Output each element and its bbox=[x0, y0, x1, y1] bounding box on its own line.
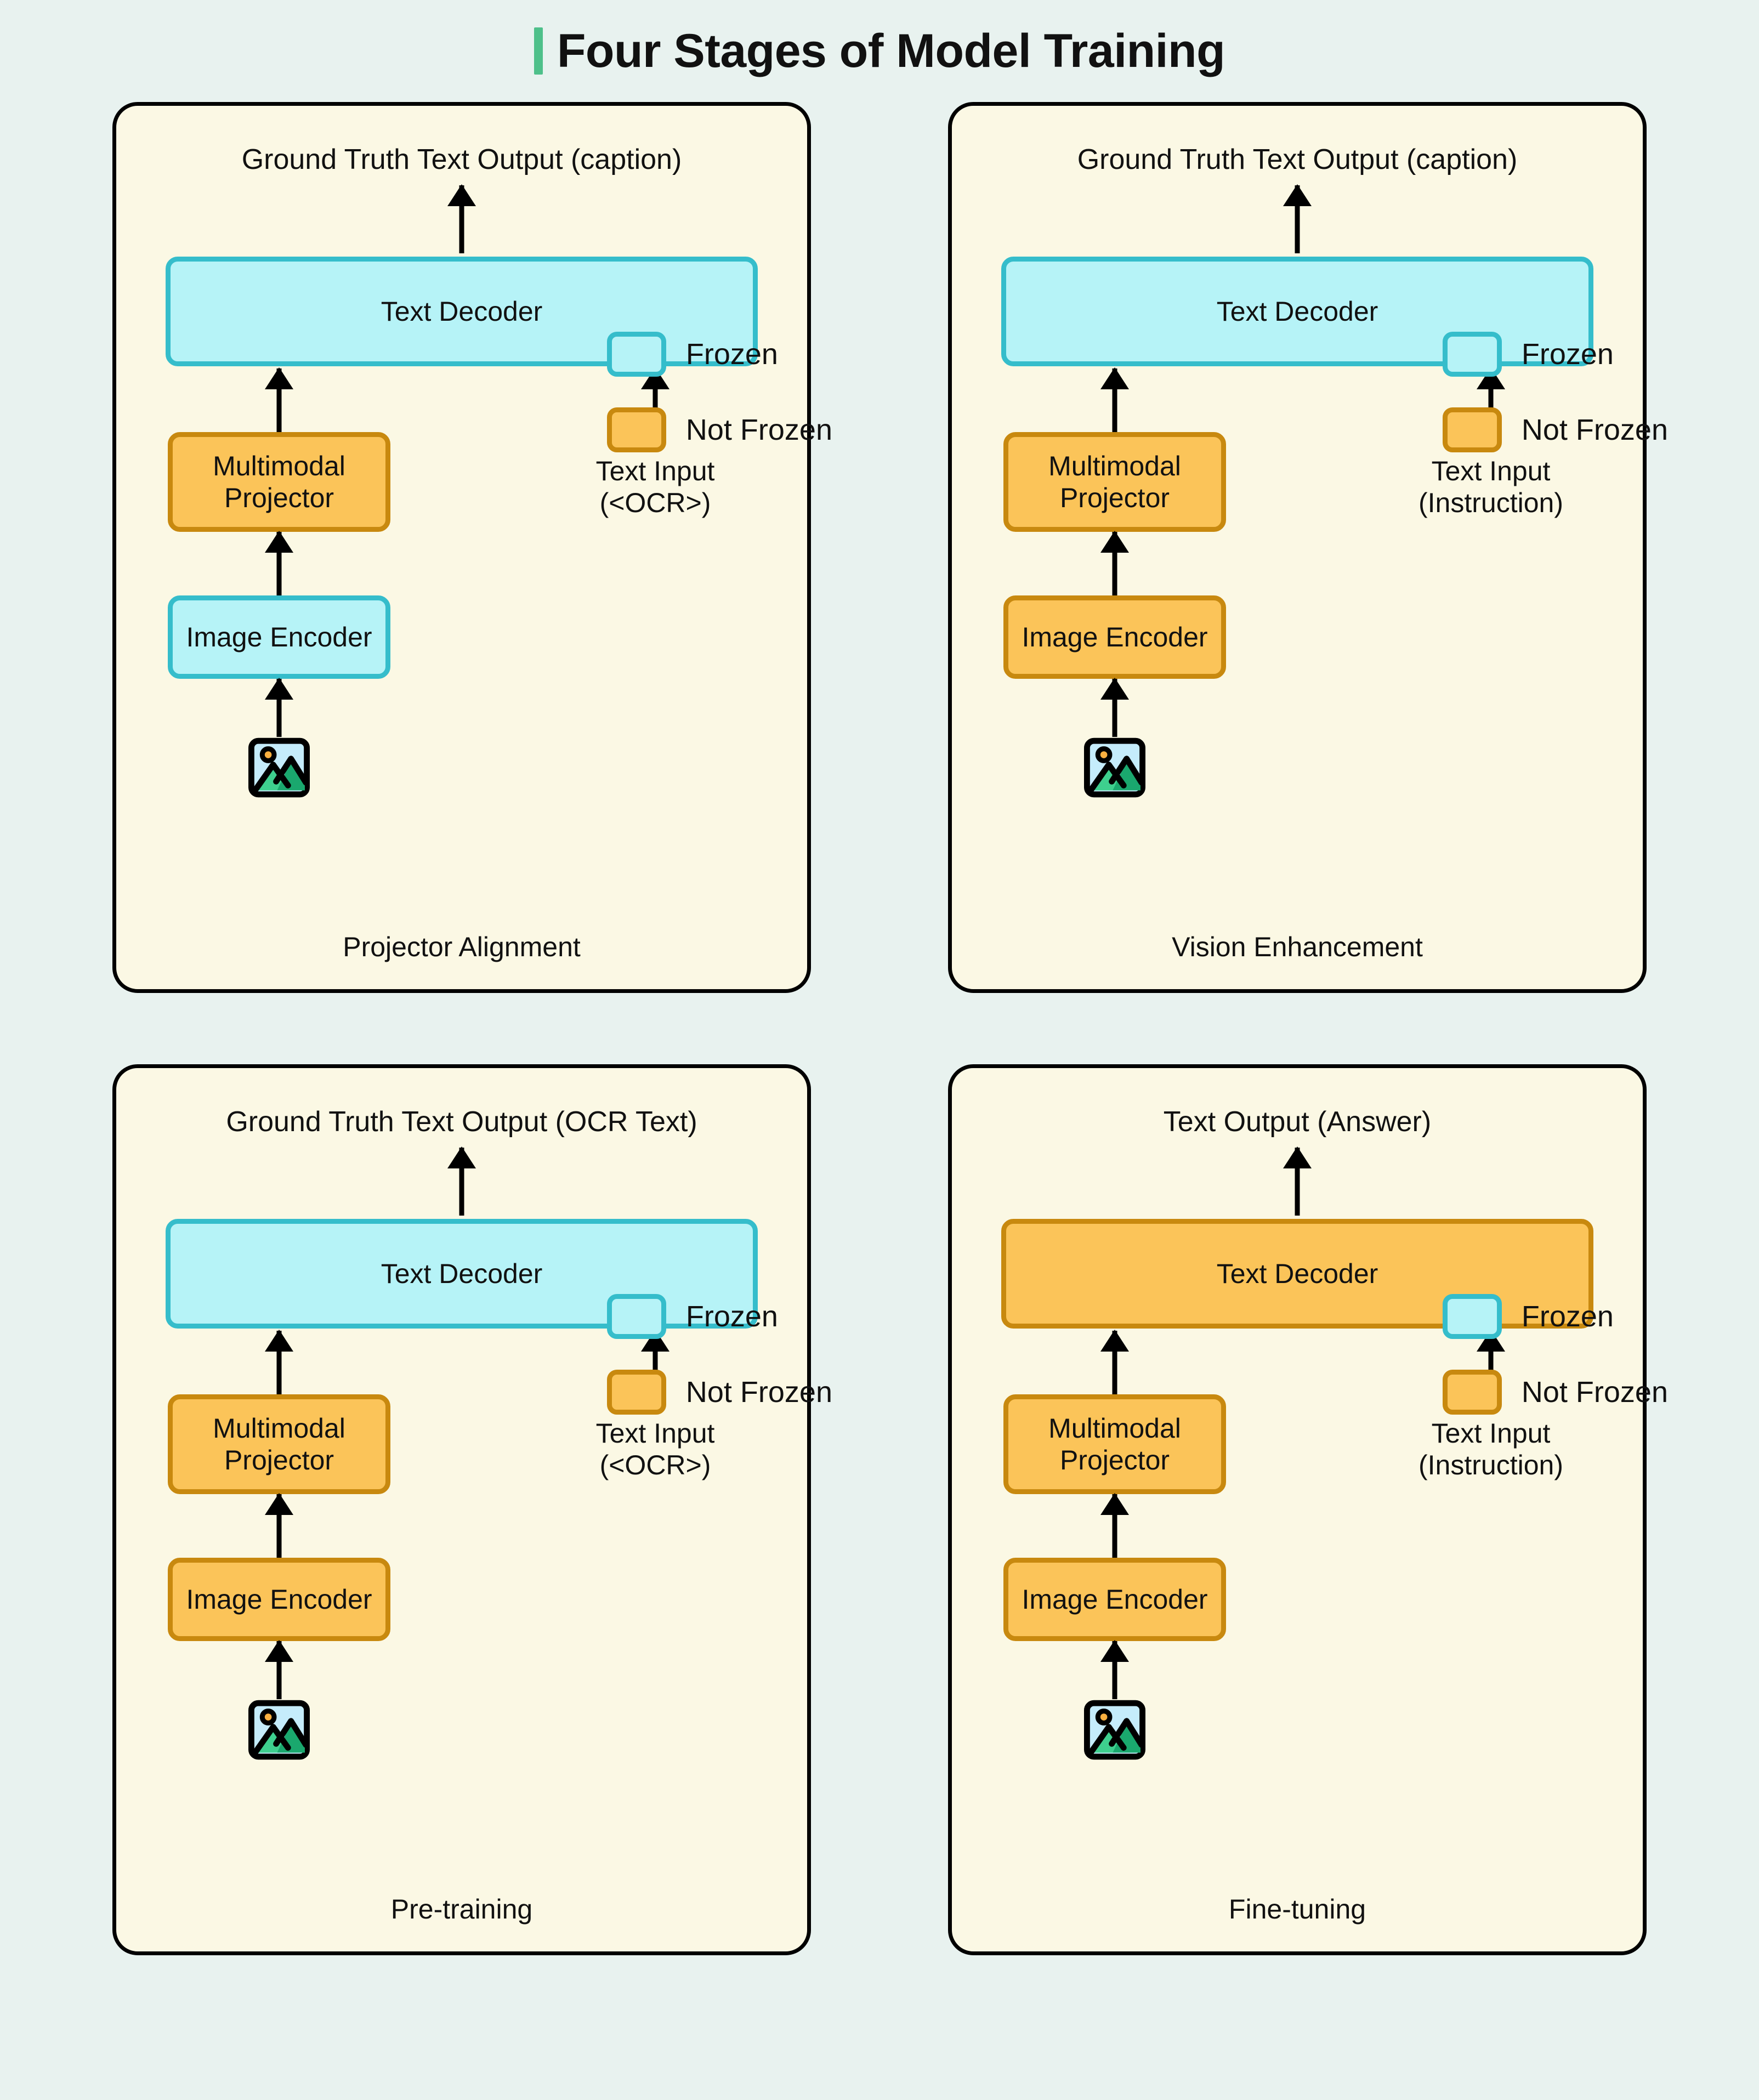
legend-row-frozen: Frozen bbox=[606, 332, 832, 377]
legend: Frozen Not Frozen bbox=[1442, 332, 1668, 452]
legend-label-frozen: Frozen bbox=[685, 338, 778, 371]
panel-caption: Fine-tuning bbox=[1228, 1894, 1366, 1925]
legend-swatch-frozen bbox=[1442, 1294, 1502, 1339]
arrow-up-icon-encoder-to-projector bbox=[265, 1493, 293, 1558]
legend-swatch-frozen bbox=[606, 332, 666, 377]
arrow-up-icon-output bbox=[1283, 184, 1312, 254]
panel-header: Text Output (Answer) bbox=[1163, 1106, 1432, 1138]
arrow-up-icon-image-to-encoder bbox=[1100, 678, 1129, 737]
title-accent-bar bbox=[534, 27, 543, 75]
legend-swatch-frozen bbox=[606, 1294, 666, 1339]
legend-row-frozen: Frozen bbox=[1442, 1294, 1668, 1339]
page-title: Four Stages of Model Training bbox=[557, 25, 1225, 77]
arrow-up-icon-projector-to-decoder bbox=[265, 367, 293, 433]
arrow-up-icon-output bbox=[447, 1147, 476, 1216]
arrow-up-icon-image-to-encoder bbox=[265, 1640, 293, 1700]
text-input-label: Text Input(Instruction) bbox=[1418, 456, 1563, 519]
legend-label-not-frozen: Not Frozen bbox=[1521, 413, 1668, 446]
legend: Frozen Not Frozen bbox=[606, 1294, 832, 1415]
legend-label-not-frozen: Not Frozen bbox=[685, 1376, 832, 1409]
panel-caption: Projector Alignment bbox=[343, 932, 581, 962]
panel-header: Ground Truth Text Output (caption) bbox=[241, 144, 682, 175]
panel-caption: Pre-training bbox=[390, 1894, 533, 1925]
panel-projector-alignment: Ground Truth Text Output (caption) Text … bbox=[112, 102, 832, 993]
arrow-up-icon-image-to-encoder bbox=[265, 678, 293, 737]
arrow-up-icon-projector-to-decoder bbox=[1100, 1330, 1129, 1395]
legend-row-not-frozen: Not Frozen bbox=[1442, 407, 1668, 452]
legend-swatch-not-frozen bbox=[1442, 1370, 1502, 1415]
image-placeholder-icon bbox=[1084, 1700, 1145, 1760]
image-encoder-block[interactable]: Image Encoder bbox=[168, 595, 390, 679]
arrow-up-icon-encoder-to-projector bbox=[1100, 1493, 1129, 1558]
text-input-label: Text Input(Instruction) bbox=[1418, 1418, 1563, 1481]
text-input-label: Text Input(<OCR>) bbox=[595, 1418, 715, 1481]
image-encoder-block[interactable]: Image Encoder bbox=[168, 1558, 390, 1642]
legend: Frozen Not Frozen bbox=[606, 332, 832, 452]
legend: Frozen Not Frozen bbox=[1442, 1294, 1668, 1415]
image-placeholder-icon bbox=[248, 1700, 310, 1760]
arrow-up-icon-output bbox=[1283, 1147, 1312, 1216]
legend-row-not-frozen: Not Frozen bbox=[606, 407, 832, 452]
text-input-column: Text Input(Instruction) Frozen Not Froze… bbox=[1400, 1294, 1668, 1761]
legend-label-frozen: Frozen bbox=[685, 1300, 778, 1333]
text-input-column: Text Input(<OCR>) Frozen Not Frozen bbox=[565, 1294, 832, 1761]
legend-row-not-frozen: Not Frozen bbox=[606, 1370, 832, 1415]
page-title-bar: Four Stages of Model Training bbox=[0, 0, 1759, 102]
text-input-column: Text Input(Instruction) Frozen Not Froze… bbox=[1400, 332, 1668, 798]
legend-swatch-frozen bbox=[1442, 332, 1502, 377]
panel-vision-enhancement: Ground Truth Text Output (caption) Text … bbox=[948, 102, 1668, 993]
legend-label-frozen: Frozen bbox=[1521, 1300, 1614, 1333]
text-input-label: Text Input(<OCR>) bbox=[595, 456, 715, 519]
arrow-up-icon-output bbox=[447, 184, 476, 254]
panel-caption: Vision Enhancement bbox=[1172, 932, 1423, 962]
text-input-column: Text Input(<OCR>) Frozen Not Frozen bbox=[565, 332, 832, 798]
panel-header: Ground Truth Text Output (OCR Text) bbox=[226, 1106, 697, 1138]
legend-label-not-frozen: Not Frozen bbox=[1521, 1376, 1668, 1409]
image-placeholder-icon bbox=[1084, 737, 1145, 798]
stages-grid: Ground Truth Text Output (caption) Text … bbox=[0, 102, 1759, 1955]
arrow-up-icon-projector-to-decoder bbox=[265, 1330, 293, 1395]
image-encoder-block[interactable]: Image Encoder bbox=[1003, 595, 1226, 679]
arrow-up-icon-image-to-encoder bbox=[1100, 1640, 1129, 1700]
legend-swatch-not-frozen bbox=[606, 1370, 666, 1415]
legend-label-not-frozen: Not Frozen bbox=[685, 413, 832, 446]
panel-header: Ground Truth Text Output (caption) bbox=[1077, 144, 1518, 175]
image-placeholder-icon bbox=[248, 737, 310, 798]
legend-row-not-frozen: Not Frozen bbox=[1442, 1370, 1668, 1415]
legend-row-frozen: Frozen bbox=[606, 1294, 832, 1339]
arrow-up-icon-projector-to-decoder bbox=[1100, 367, 1129, 433]
panel-pre-training: Ground Truth Text Output (OCR Text) Text… bbox=[112, 1064, 832, 1955]
panel-fine-tuning: Text Output (Answer) Text Decoder Multim… bbox=[948, 1064, 1668, 1955]
legend-swatch-not-frozen bbox=[606, 407, 666, 452]
arrow-up-icon-encoder-to-projector bbox=[265, 531, 293, 596]
legend-label-frozen: Frozen bbox=[1521, 338, 1614, 371]
image-encoder-block[interactable]: Image Encoder bbox=[1003, 1558, 1226, 1642]
legend-swatch-not-frozen bbox=[1442, 407, 1502, 452]
legend-row-frozen: Frozen bbox=[1442, 332, 1668, 377]
arrow-up-icon-encoder-to-projector bbox=[1100, 531, 1129, 596]
